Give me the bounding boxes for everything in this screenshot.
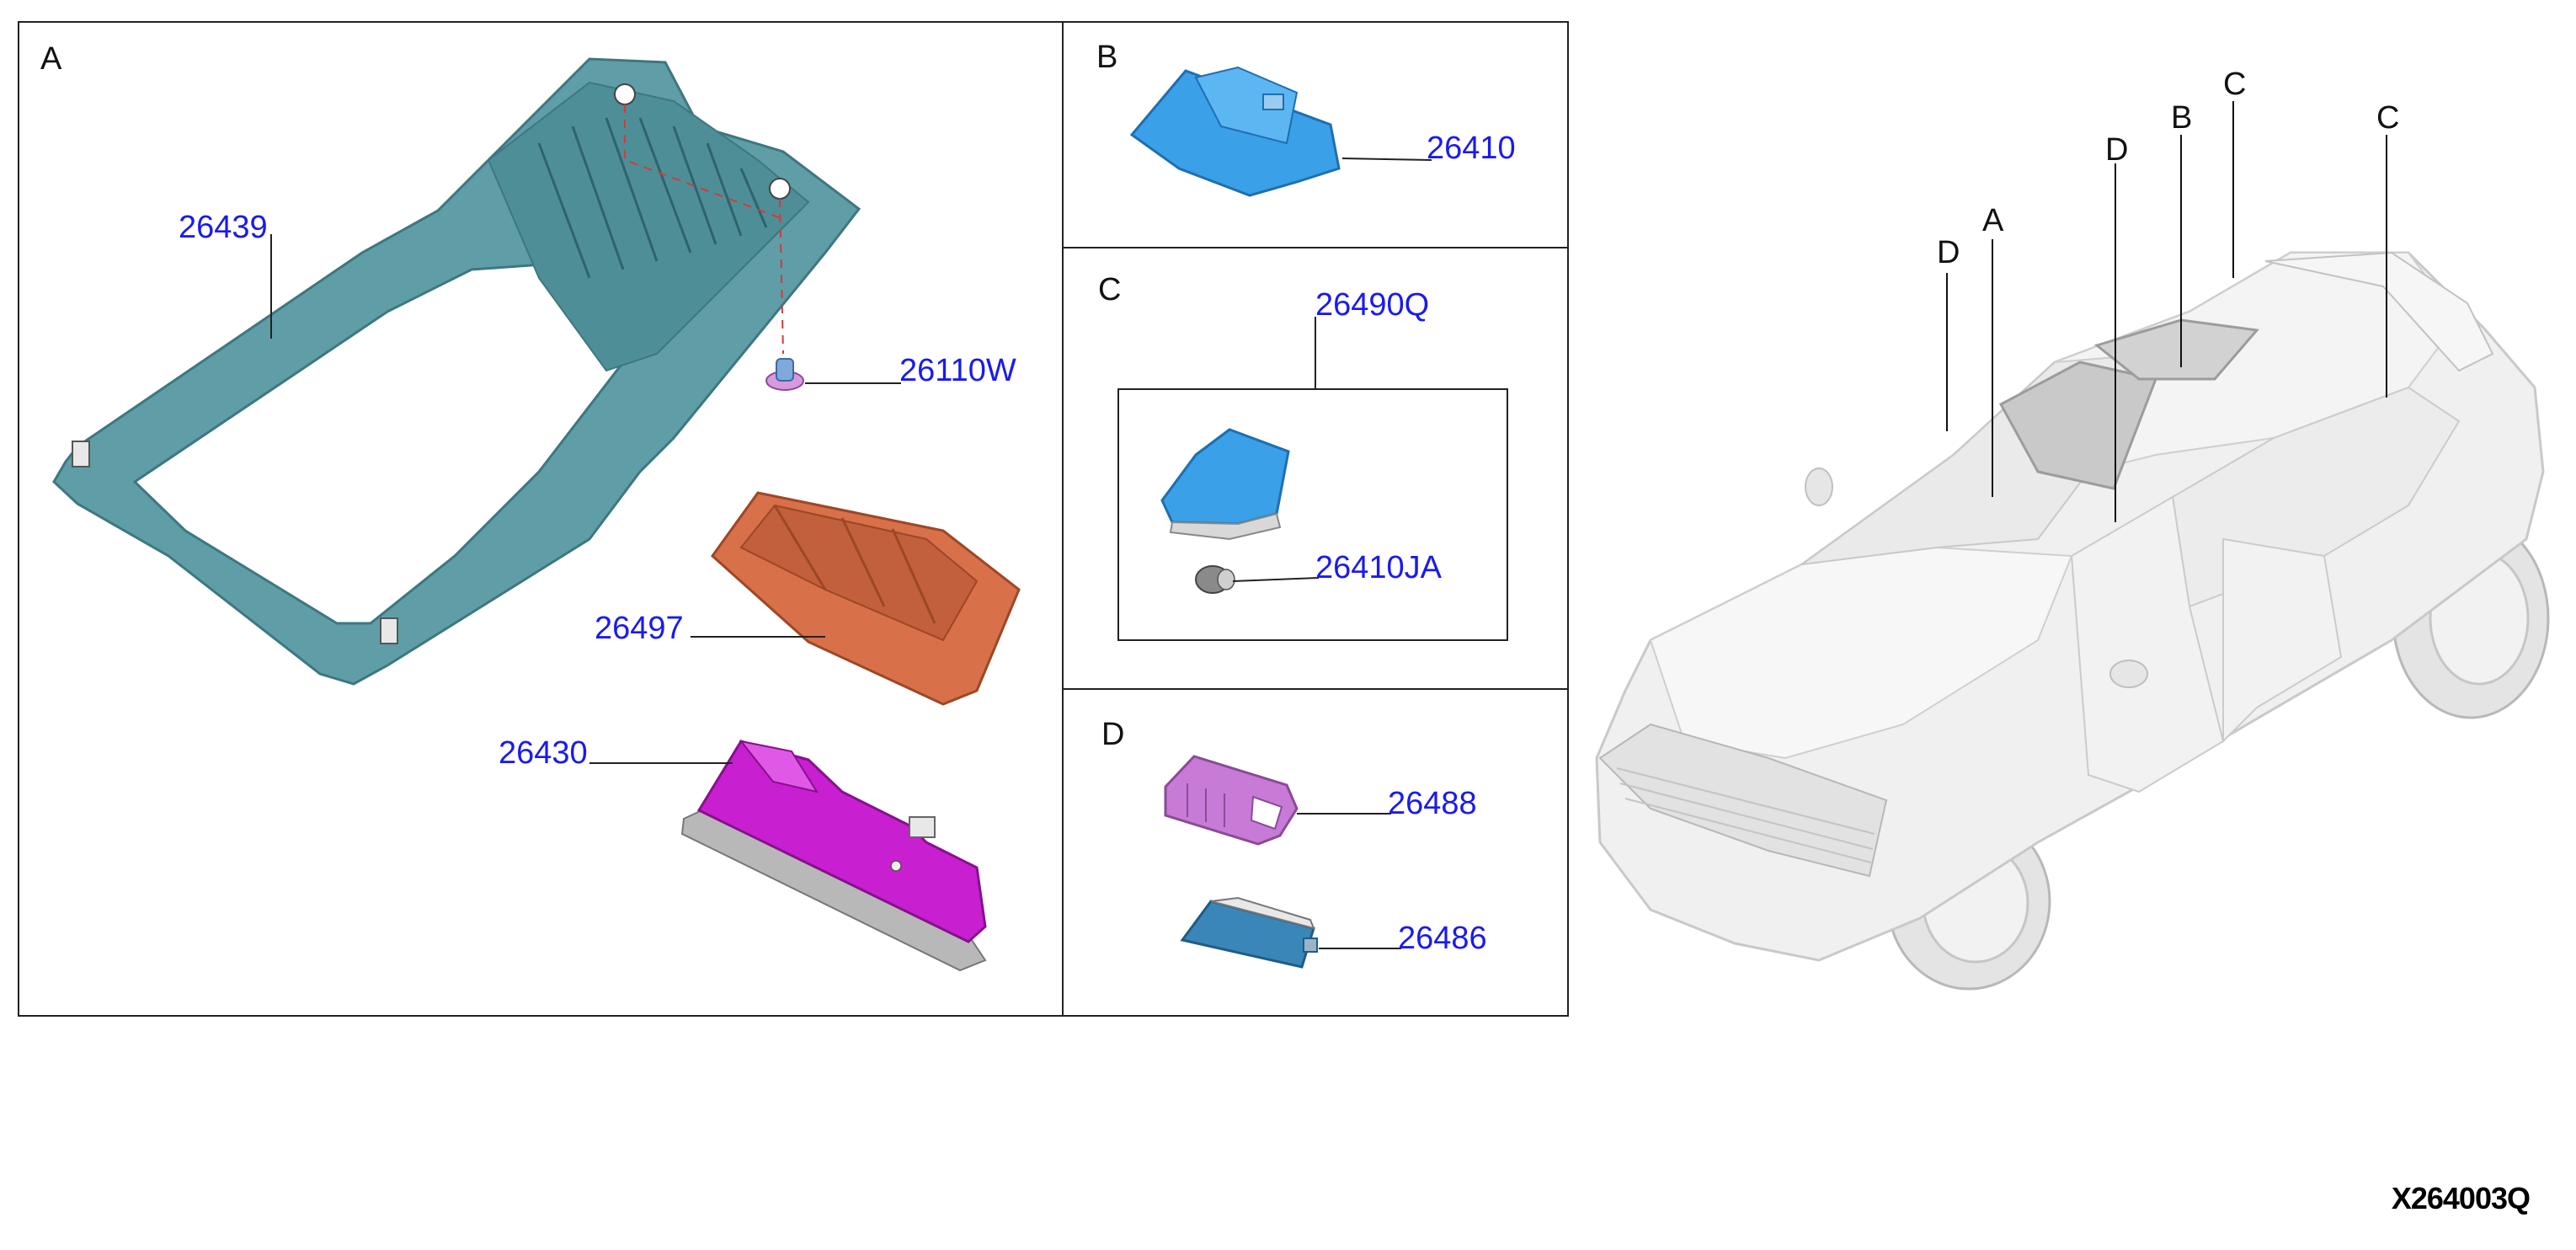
bracket-26488[interactable] (1164, 755, 1299, 846)
mirror-right (2109, 660, 2148, 688)
leader-26410JA (1232, 577, 1320, 582)
panel-b: B 26410 (1096, 40, 1516, 197)
callout-26410JA[interactable]: 26410JA (1315, 550, 1443, 585)
vehicle-location-labels: D A D B C C (1937, 67, 2399, 270)
panel-a-letter: A (40, 41, 62, 77)
vehicle-label-d-mid: D (2105, 132, 2128, 168)
panel-d: D 26488 26486 (1101, 717, 1487, 969)
console-frame-26439[interactable] (52, 57, 861, 686)
callout-26488[interactable]: 26488 (1388, 786, 1477, 821)
outer-frame (18, 21, 1569, 1017)
leader-26410 (1341, 158, 1432, 161)
panel-d-letter: D (1101, 717, 1124, 752)
module-26486[interactable] (1180, 896, 1318, 969)
callout-26410[interactable]: 26410 (1427, 131, 1516, 166)
panel-borders (18, 21, 1569, 1017)
sunroof-front (1998, 361, 2158, 490)
vehicle-label-b: B (2171, 100, 2192, 136)
roof-rail (2264, 251, 2494, 372)
map-lamp-26430[interactable] (680, 740, 987, 972)
vehicle-illustration (1595, 251, 2550, 991)
clip-26110W[interactable] (765, 358, 804, 391)
callout-26497[interactable]: 26497 (595, 611, 684, 646)
mirror-left (1805, 467, 1833, 506)
diagram-code: X264003Q (2391, 1181, 2531, 1215)
panel-a: A (40, 41, 1021, 972)
grille-bars (1616, 767, 1875, 863)
lamp-26490Q[interactable] (1160, 428, 1290, 541)
panel-a-leaders (270, 234, 901, 764)
vehicle-label-c-right: C (2376, 100, 2399, 136)
callout-26439[interactable]: 26439 (179, 210, 268, 245)
callout-26486[interactable]: 26486 (1398, 921, 1487, 956)
callout-26110W[interactable]: 26110W (899, 353, 1016, 388)
vehicle-leaders (1946, 101, 2387, 522)
callout-26490Q[interactable]: 26490Q (1315, 287, 1429, 323)
sunroof-rear (2093, 318, 2259, 381)
bulb-26410JA[interactable] (1195, 565, 1235, 594)
panel-b-letter: B (1096, 40, 1117, 75)
callout-26430[interactable]: 26430 (499, 735, 588, 771)
vehicle-rear-door (2222, 537, 2343, 744)
panel-c: C 26490Q 26410JA (1098, 272, 1508, 641)
vehicle-label-a: A (1982, 203, 2004, 238)
vehicle-label-c-top: C (2223, 67, 2246, 102)
lamp-26410[interactable] (1129, 66, 1341, 197)
housing-26497[interactable] (710, 491, 1021, 706)
vehicle-label-d-left: D (1937, 235, 1960, 270)
panel-c-letter: C (1098, 272, 1121, 307)
assembly-box-26490Q (1117, 388, 1508, 641)
